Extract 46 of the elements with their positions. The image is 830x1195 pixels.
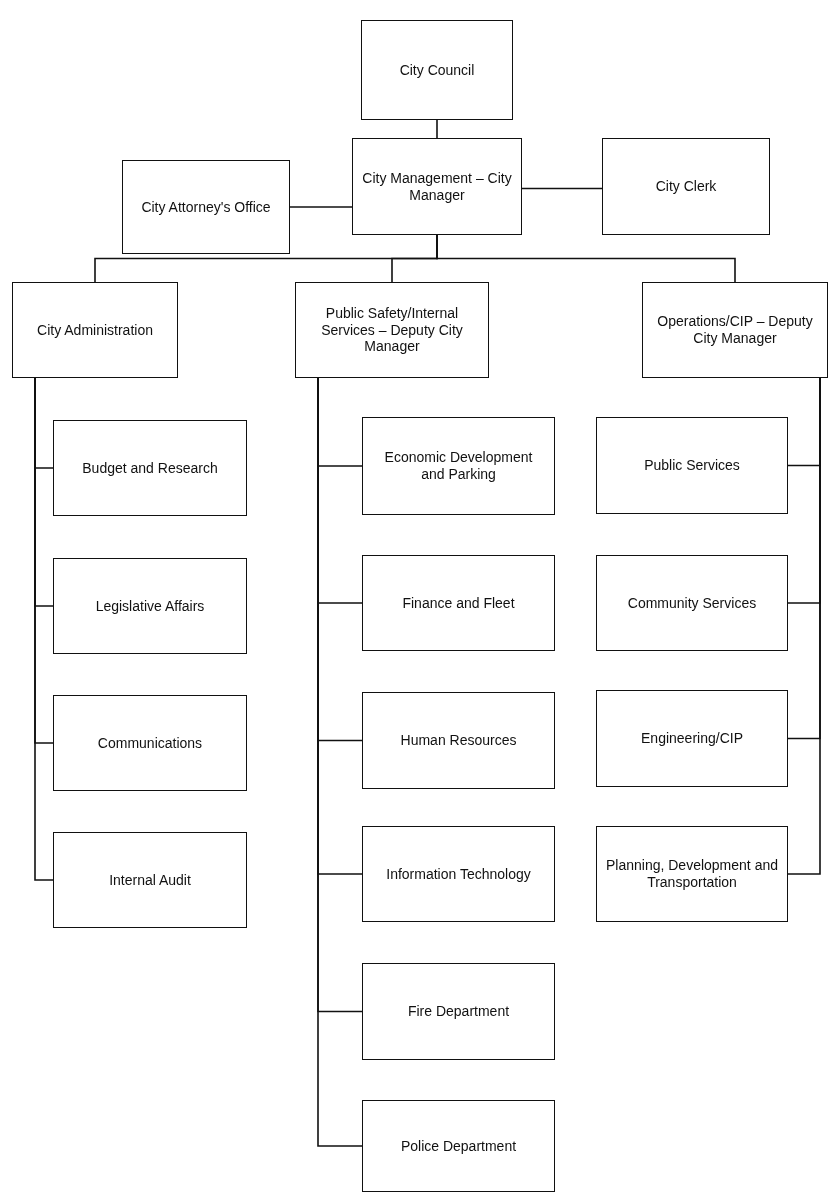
connector-line xyxy=(436,234,736,283)
org-box xyxy=(362,555,555,651)
org-box xyxy=(362,963,555,1060)
org-box xyxy=(362,1100,555,1192)
box-label: Public Safety/Internal Services – Deputy City Manager xyxy=(320,304,464,356)
org-box xyxy=(53,558,247,654)
org-box xyxy=(642,282,828,378)
org-box xyxy=(362,417,555,515)
org-box xyxy=(122,160,290,254)
box-label: City Council xyxy=(399,61,475,79)
box-label: Internal Audit xyxy=(109,871,191,889)
connector-line xyxy=(289,206,353,208)
org-box xyxy=(362,826,555,922)
org-box xyxy=(596,826,788,922)
org-box xyxy=(596,690,788,787)
connector-line xyxy=(436,119,438,139)
org-box xyxy=(361,20,513,120)
org-box xyxy=(12,282,178,378)
box-label: Economic Development and Parking xyxy=(383,449,534,483)
box-label: Operations/CIP – Deputy City Manager xyxy=(656,313,814,347)
org-box xyxy=(602,138,770,235)
org-box xyxy=(53,695,247,791)
box-label: Communications xyxy=(97,734,203,752)
box-label: City Clerk xyxy=(655,178,717,195)
box-label: Engineering/CIP xyxy=(641,730,743,747)
box-label: Fire Department xyxy=(407,1003,510,1020)
box-label: Human Resources xyxy=(400,732,517,749)
box-label: Community Services xyxy=(627,594,757,612)
box-label: Public Services xyxy=(644,457,740,474)
org-box xyxy=(53,420,247,516)
box-label: Budget and Research xyxy=(82,459,218,477)
box-label: City Administration xyxy=(37,321,153,339)
org-box xyxy=(362,692,555,789)
box-label: Legislative Affairs xyxy=(95,597,205,615)
org-box xyxy=(295,282,489,378)
box-label: City Management – City Manager xyxy=(361,169,513,204)
org-box xyxy=(596,417,788,514)
connector-line xyxy=(521,187,603,190)
box-label: Police Department xyxy=(400,1137,517,1155)
box-label: Finance and Fleet xyxy=(402,594,515,612)
box-label: City Attorney's Office xyxy=(141,198,271,216)
box-label: Planning, Development and Transportation xyxy=(605,857,779,891)
org-box xyxy=(596,555,788,651)
org-box xyxy=(53,832,247,928)
org-box xyxy=(352,138,522,235)
box-label: Information Technology xyxy=(386,865,531,883)
